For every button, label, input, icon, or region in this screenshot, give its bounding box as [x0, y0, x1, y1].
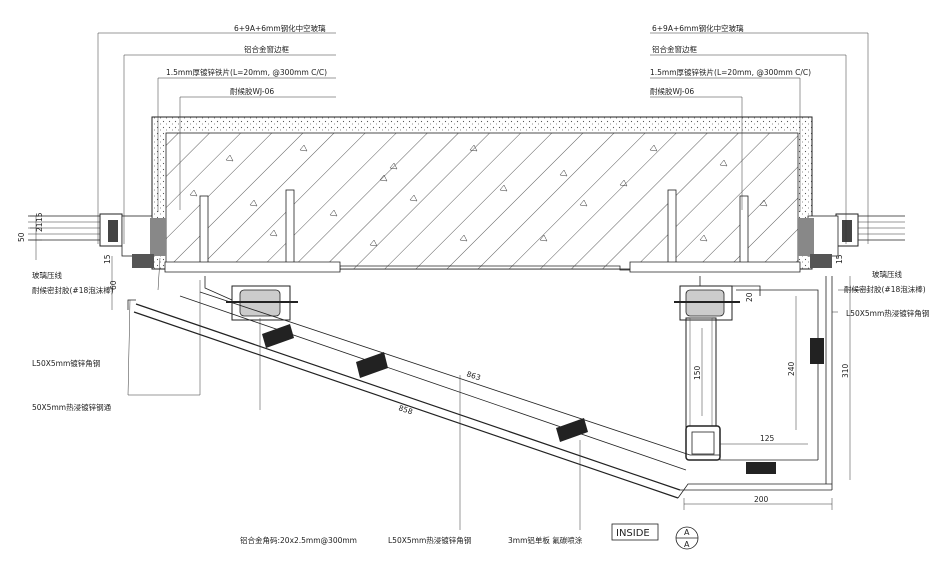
- leader-lines: [97, 32, 870, 410]
- right-window-frame: [798, 213, 905, 268]
- label-frame-left: 铝合金窗边框: [244, 44, 289, 54]
- dim-15b: 15: [103, 254, 112, 264]
- aluminium-clips: [262, 324, 824, 474]
- dim-240: 240: [787, 361, 796, 376]
- dim-21: 21: [35, 222, 44, 232]
- inside-label: INSIDE: [616, 528, 650, 539]
- section-label-top: A: [684, 528, 690, 537]
- dim-200: 200: [754, 495, 769, 504]
- dim-858: 858: [397, 403, 414, 416]
- left-bracket: [204, 276, 298, 321]
- dim-right-15: 15: [835, 254, 844, 264]
- label-sealant-left: 耐候胶WJ-06: [230, 86, 274, 96]
- label-sealant-right: 耐候胶WJ-06: [650, 86, 694, 96]
- label-bottom-2: L50X5mm热浸镀锌角钢: [388, 535, 471, 545]
- sloped-cladding: [127, 276, 833, 499]
- label-glass-left: 6+9A+6mm钢化中空玻璃: [234, 23, 326, 33]
- label-bottom-1: 铝合金角码:20x2.5mm@300mm: [240, 535, 357, 545]
- label-foam-right: 玻璃压线: [872, 269, 902, 279]
- dimension-lines: [30, 215, 851, 530]
- label-angle-left: L50X5mm镀锌角钢: [32, 358, 100, 368]
- dim-60: 60: [109, 280, 118, 290]
- right-bracket: [674, 276, 761, 461]
- label-foam-right-2: 耐候密封胶(#18泡沫棒): [844, 284, 926, 294]
- anchor-bolts: [164, 189, 801, 273]
- concrete-slab: [151, 116, 813, 271]
- label-tube-left: 50X5mm热浸镀锌钢通: [32, 402, 112, 412]
- dim-125: 125: [760, 434, 775, 443]
- label-foam-left-2: 耐候密封胶(#18泡沫棒): [32, 285, 114, 295]
- section-label-bottom: A: [684, 540, 690, 549]
- dim-right-20: 20: [745, 292, 754, 302]
- label-glass-right: 6+9A+6mm钢化中空玻璃: [652, 23, 744, 33]
- label-angle-right: L50X5mm热浸镀锌角钢: [846, 308, 929, 318]
- label-frame-right: 铝合金窗边框: [652, 44, 697, 54]
- dim-863: 863: [465, 369, 482, 382]
- section-mark: [611, 523, 699, 550]
- dim-50: 50: [17, 232, 26, 242]
- dim-150: 150: [693, 365, 702, 380]
- label-bottom-3: 3mm铝单板 氟碳喷涂: [508, 535, 583, 545]
- dim-15: 15: [35, 212, 44, 222]
- left-window-frame: [28, 213, 166, 268]
- label-steel-right: 1.5mm厚镀锌铁片(L=20mm, @300mm C/C): [650, 67, 811, 77]
- label-steel-left: 1.5mm厚镀锌铁片(L=20mm, @300mm C/C): [166, 67, 327, 77]
- dim-310: 310: [841, 363, 850, 378]
- label-foam-left: 玻璃压线: [32, 270, 62, 280]
